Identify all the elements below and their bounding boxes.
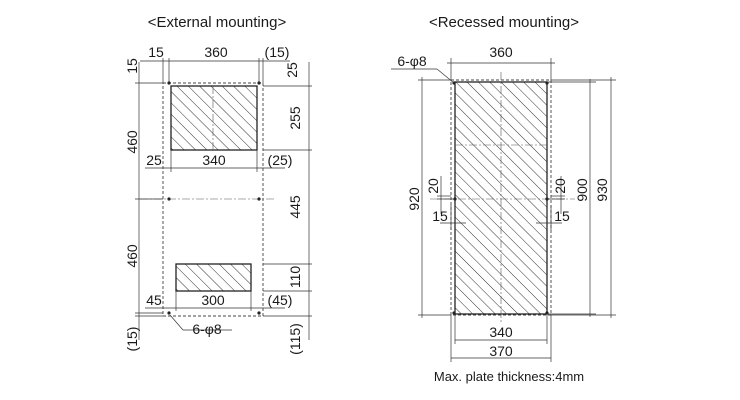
dim-top-width: 360 — [204, 44, 228, 60]
dim-recessed-right-inner-height: 900 — [574, 178, 590, 202]
dim-lower-right-offset: (45) — [268, 292, 293, 308]
dim-recessed-left-offset-vertical: 20 — [425, 178, 441, 194]
dim-top-right: (15) — [265, 44, 290, 60]
hole-marker — [167, 311, 171, 315]
recessed-mounting-view: <Recessed mounting> — [391, 14, 616, 384]
dim-recessed-right-offset-horizontal: 15 — [554, 208, 570, 224]
upper-cutout — [170, 85, 258, 151]
recessed-mounting-title: <Recessed mounting> — [429, 14, 579, 31]
dim-recessed-left-outer-height: 920 — [406, 187, 422, 211]
hole-marker — [257, 197, 261, 201]
dim-lower-cutout-width: 300 — [201, 292, 225, 308]
holes-label: 6-φ8 — [192, 321, 222, 337]
dim-left-upper-height: 460 — [124, 130, 140, 154]
hole-marker — [452, 311, 456, 315]
dim-upper-cutout-width: 340 — [202, 152, 226, 168]
dim-recessed-left-offset-horizontal: 15 — [432, 208, 448, 224]
lower-cutout — [175, 263, 252, 292]
dim-upper-right-offset: (25) — [268, 152, 293, 168]
dim-recessed-right-outer-height: 930 — [594, 178, 610, 202]
dim-right-middle: 445 — [287, 195, 303, 219]
dim-left-lower-height: 460 — [124, 244, 140, 268]
dim-bottom-right: (115) — [287, 323, 303, 355]
external-panel-outline — [162, 82, 264, 317]
dim-right-top: 25 — [284, 62, 300, 78]
dim-right-lower-cutout: 110 — [287, 266, 303, 289]
dim-right-cutout-height: 255 — [287, 106, 303, 130]
dim-left-top: 15 — [124, 58, 140, 74]
dim-recessed-right-offset-vertical: 20 — [552, 178, 568, 194]
hole-marker — [167, 197, 171, 201]
dim-upper-left-offset: 25 — [146, 152, 162, 168]
dim-recessed-top-width: 360 — [489, 44, 513, 60]
dim-recessed-bottom-outer-width: 370 — [489, 343, 513, 359]
hole-marker — [257, 311, 261, 315]
dim-bottom-left: (15) — [124, 327, 140, 352]
external-mounting-view: <External mounting> — [124, 14, 312, 355]
recessed-holes-label: 6-φ8 — [397, 53, 427, 69]
plate-thickness-note: Max. plate thickness:4mm — [434, 369, 584, 384]
dim-lower-left-offset: 45 — [146, 292, 162, 308]
dim-top-left: 15 — [148, 44, 164, 60]
external-mounting-title: <External mounting> — [148, 14, 287, 31]
dim-recessed-bottom-inner-width: 340 — [489, 324, 513, 340]
